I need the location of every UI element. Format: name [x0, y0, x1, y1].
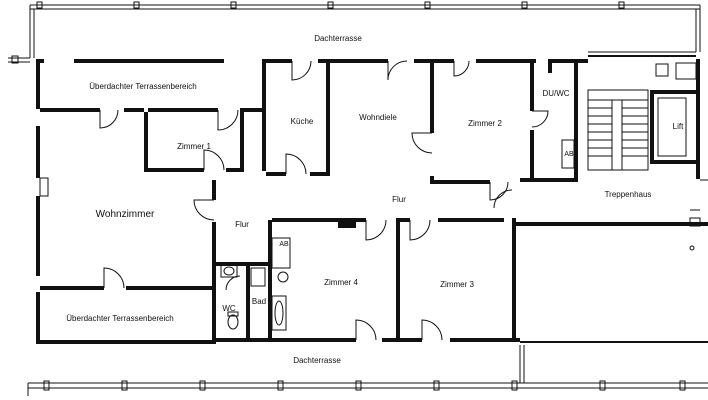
top-terrace-railing	[8, 1, 701, 64]
label-kueche: Küche	[291, 117, 314, 126]
label-wohnzimmer: Wohnzimmer	[96, 209, 155, 220]
label-flur-center: Flur	[392, 195, 406, 204]
exterior-walls	[36, 51, 708, 344]
label-lift: Lift	[673, 122, 684, 131]
staircase	[588, 99, 648, 157]
sanitary-fixtures	[223, 245, 695, 331]
label-du-wc: DU/WC	[542, 89, 569, 98]
interior-walls	[40, 62, 708, 342]
label-flur-left: Flur	[235, 220, 249, 229]
label-zimmer-1: Zimmer 1	[177, 142, 211, 151]
label-zimmer-3: Zimmer 3	[440, 280, 474, 289]
label-ab-left: AB	[279, 241, 289, 248]
label-treppenhaus: Treppenhaus	[605, 190, 652, 199]
label-wc: WC	[222, 304, 236, 313]
door-swings	[99, 60, 549, 341]
label-dachterrasse-bottom: Dachterrasse	[293, 356, 341, 365]
label-bad: Bad	[252, 297, 266, 306]
label-zimmer-2: Zimmer 2	[468, 119, 502, 128]
label-terrace-covered-top: Überdachter Terrassenbereich	[89, 82, 196, 91]
label-zimmer-4: Zimmer 4	[324, 278, 358, 287]
label-ab-right: AB	[564, 151, 574, 158]
label-terrace-covered-bottom: Überdachter Terrassenbereich	[66, 314, 173, 323]
label-wohndiele: Wohndiele	[359, 113, 397, 122]
label-dachterrasse-top: Dachterrasse	[314, 34, 362, 43]
bottom-terrace-railing	[27, 345, 708, 396]
